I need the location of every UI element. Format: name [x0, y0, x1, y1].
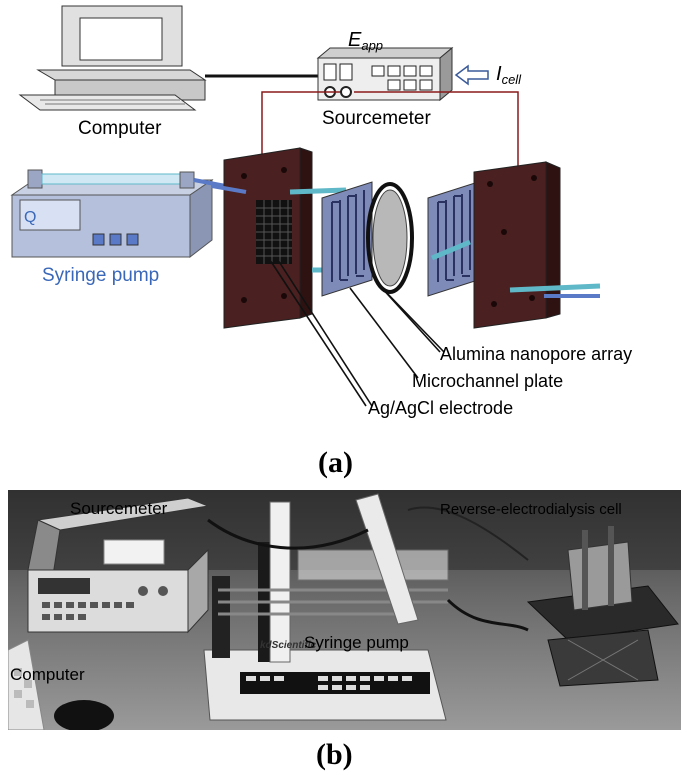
photo-pump-brand: kdScientific — [260, 640, 317, 651]
wire-right — [354, 91, 519, 168]
photo-cable-3 — [446, 598, 529, 632]
photo-syringe-pump — [203, 493, 449, 721]
photo-rev-cell — [526, 526, 679, 687]
photo-label-sourcemeter: Sourcemeter — [70, 499, 168, 518]
caption-a: (a) — [318, 446, 353, 479]
label-electrode: Ag/AgCl electrode — [368, 398, 513, 418]
photo-cable-2 — [407, 506, 529, 561]
photo-sourcemeter — [27, 497, 210, 634]
setup-photograph: Sourcemeter Reverse-electrodialysis cell… — [8, 490, 681, 730]
photo-cable — [207, 518, 369, 550]
photo-label-syringe-pump: Syringe pump — [304, 633, 409, 652]
current-arrow-icon — [454, 64, 489, 86]
sourcemeter-illustration — [316, 46, 454, 102]
label-computer: Computer — [78, 118, 162, 139]
label-e-app: Eapp — [348, 29, 383, 53]
label-sourcemeter: Sourcemeter — [322, 108, 431, 129]
inlet-tube-left — [211, 184, 247, 194]
tube-left-upper — [289, 187, 347, 195]
schematic-diagram: Computer Sourcemeter Eapp Icell — [10, 5, 632, 418]
label-microchannel: Microchannel plate — [412, 371, 563, 391]
syringe-pump-illustration — [10, 169, 237, 259]
photo-label-rev-cell: Reverse-electrodialysis cell — [440, 501, 622, 518]
photo-keyboard — [8, 639, 114, 730]
label-syringe-pump: Syringe pump — [42, 265, 159, 286]
outlet-tube-right — [509, 283, 601, 293]
wire-left — [261, 91, 340, 160]
left-end-plate — [223, 147, 313, 329]
leader-lines — [269, 259, 445, 407]
photo-label-computer: Computer — [10, 665, 85, 684]
label-i-cell: Icell — [496, 63, 522, 87]
microchannel-plate-right — [427, 181, 479, 297]
caption-b: (b) — [316, 738, 353, 771]
microchannel-plate-left — [321, 181, 373, 297]
right-end-plate — [473, 161, 561, 329]
computer-illustration — [18, 5, 207, 111]
tube-right-mid — [431, 239, 471, 261]
pump-display-q: Q — [24, 209, 36, 226]
alumina-membrane — [366, 182, 414, 294]
label-alumina: Alumina nanopore array — [440, 344, 632, 364]
